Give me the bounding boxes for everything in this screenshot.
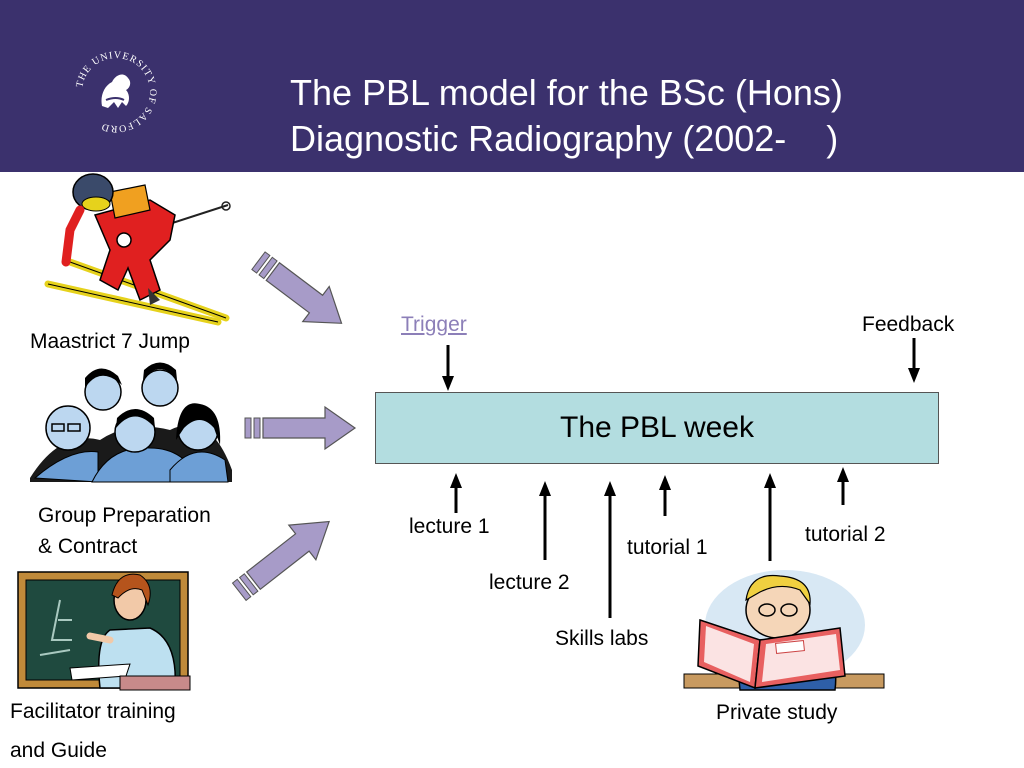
label-maastrict-jump: Maastrict 7 Jump bbox=[30, 330, 190, 353]
label-facilitator-line2: and Guide bbox=[10, 739, 107, 762]
feedback-arrow bbox=[908, 338, 920, 383]
label-group-preparation-line1: Group Preparation bbox=[38, 504, 211, 527]
arrow-from-jump bbox=[251, 251, 343, 324]
label-facilitator-line1: Facilitator training bbox=[10, 700, 176, 723]
private-study-illustration bbox=[683, 570, 885, 691]
trigger-arrow bbox=[442, 345, 454, 391]
skier-illustration bbox=[44, 173, 231, 326]
label-group-preparation-line2: & Contract bbox=[38, 535, 138, 558]
trigger-link[interactable]: Trigger bbox=[401, 313, 467, 336]
title-line-1: The PBL model for the BSc (Hons) bbox=[290, 72, 843, 113]
lecture1-arrow bbox=[450, 473, 462, 513]
label-tutorial-2: tutorial 2 bbox=[805, 523, 886, 546]
tutorial1-arrow bbox=[659, 475, 671, 516]
lecture2-arrow bbox=[539, 481, 551, 560]
skills-arrow bbox=[604, 481, 616, 618]
pbl-week-box: The PBL week bbox=[375, 392, 939, 464]
tutorial2-arrow bbox=[837, 467, 849, 505]
title-line-2: Diagnostic Radiography (2002- ) bbox=[290, 118, 839, 159]
label-lecture-1: lecture 1 bbox=[409, 515, 490, 538]
label-tutorial-1: tutorial 1 bbox=[627, 536, 708, 559]
private-study-arrow bbox=[764, 473, 776, 561]
label-lecture-2: lecture 2 bbox=[489, 571, 570, 594]
arrow-from-facilitator bbox=[231, 520, 330, 602]
label-feedback: Feedback bbox=[862, 313, 955, 336]
label-skills-labs: Skills labs bbox=[555, 627, 649, 650]
label-private-study: Private study bbox=[716, 701, 838, 724]
arrow-from-group bbox=[244, 405, 357, 451]
facilitator-illustration bbox=[17, 571, 191, 691]
group-illustration bbox=[30, 362, 232, 483]
slide-title: The PBL model for the BSc (Hons) Diagnos… bbox=[290, 70, 843, 162]
university-logo: THE UNIVERSITY OF SALFORD bbox=[74, 50, 157, 134]
header-banner: THE UNIVERSITY OF SALFORD The PBL model … bbox=[0, 0, 1024, 172]
